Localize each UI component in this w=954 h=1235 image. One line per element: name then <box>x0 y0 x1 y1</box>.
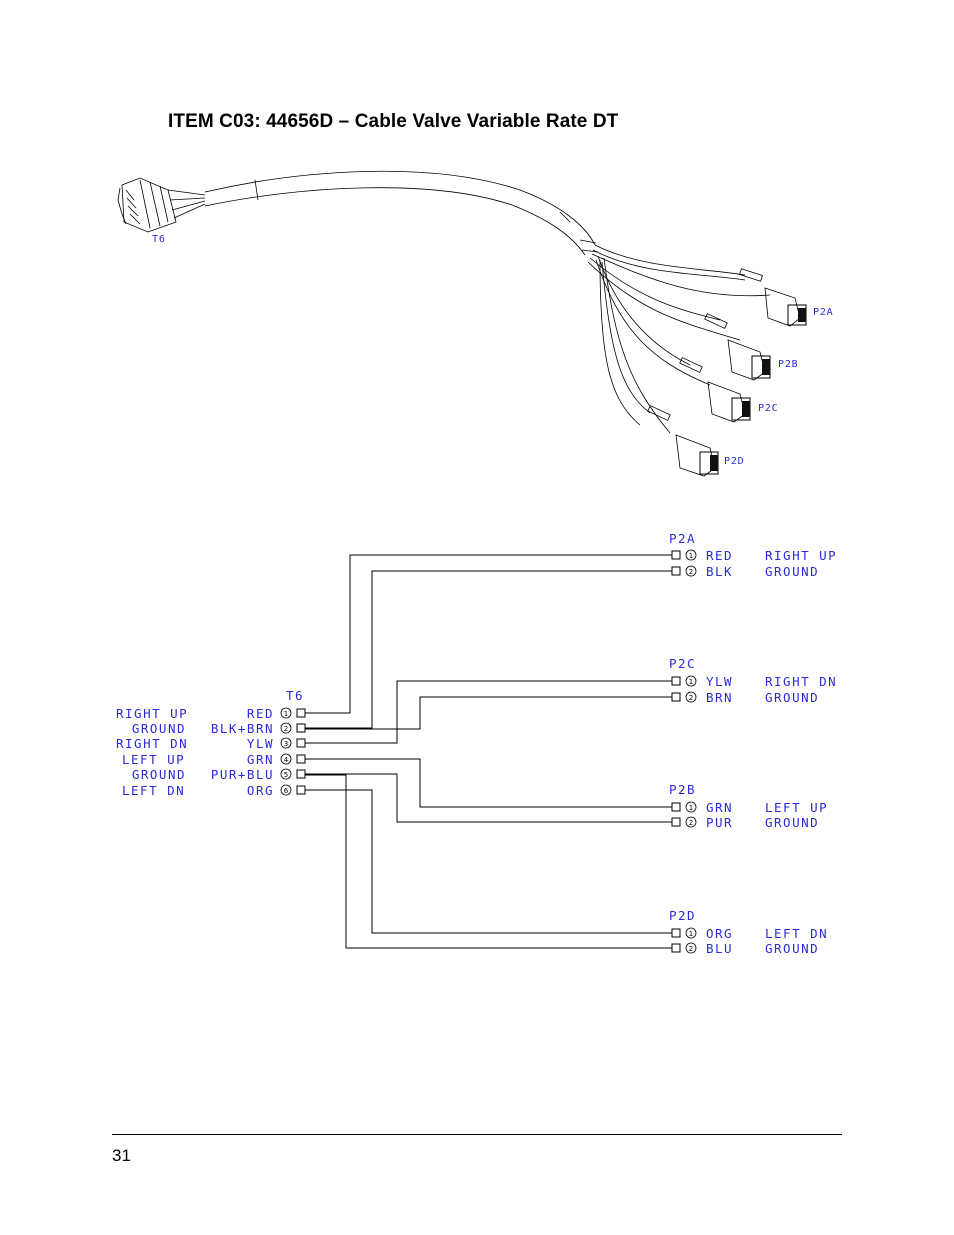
p2a-pin-1-num: 1 <box>689 552 693 560</box>
p2b-pin-2-num: 2 <box>689 819 693 827</box>
p2a-pin-2-num: 2 <box>689 568 693 576</box>
p2c-pin-2-wire: BRN <box>706 690 733 705</box>
t6-pin-3-function: RIGHT DN <box>116 736 188 751</box>
p2c-pin-1-num: 1 <box>689 678 693 686</box>
t6-pin-3-num: 3 <box>284 740 288 748</box>
cable-illustration: T6 P2A P2B P2C P2D <box>117 170 833 477</box>
p2c-pin-2-function: GROUND <box>765 690 819 705</box>
t6-connector-drawing <box>117 177 206 233</box>
p2b-pin-2-function: GROUND <box>765 815 819 830</box>
p2a-connector: P2A 1 RED RIGHT UP 2 BLK GROUND <box>669 531 837 579</box>
p2b-pin-1-num: 1 <box>689 804 693 812</box>
t6-pin-3-wire: YLW <box>247 736 274 751</box>
page-number: 31 <box>112 1146 131 1165</box>
p2d-pin-1-function: LEFT DN <box>765 926 828 941</box>
t6-pin-4-num: 4 <box>284 756 289 764</box>
p2b-pin-2-wire: PUR <box>706 815 733 830</box>
t6-pin-1-wire: RED <box>247 706 274 721</box>
p2c-illustration-label: P2C <box>758 403 778 414</box>
p2b-illustration-label: P2B <box>778 359 798 370</box>
p2c-label: P2C <box>669 656 696 671</box>
t6-pin-6: LEFT DN ORG 6 <box>122 783 306 798</box>
p2c-connector: P2C 1 YLW RIGHT DN 2 BRN GROUND <box>669 656 837 705</box>
footer-rule <box>112 1134 842 1135</box>
p2b-pin-1-wire: GRN <box>706 800 733 815</box>
t6-pin-4: LEFT UP GRN 4 <box>122 752 306 767</box>
p2a-pin-2-wire: BLK <box>706 564 733 579</box>
p2a-label: P2A <box>669 531 696 546</box>
p2a-connector-drawing <box>739 268 807 327</box>
t6-label: T6 <box>286 688 304 703</box>
t6-pin-2-wire: BLK+BRN <box>211 721 274 736</box>
t6-pin-2: GROUND BLK+BRN 2 <box>132 721 306 736</box>
p2b-pin-1-function: LEFT UP <box>765 800 828 815</box>
t6-pin-6-function: LEFT DN <box>122 783 185 798</box>
t6-pin-5-wire: PUR+BLU <box>211 767 274 782</box>
p2d-pin-2-function: GROUND <box>765 941 819 956</box>
p2b-connector: P2B 1 GRN LEFT UP 2 PUR GROUND <box>669 782 828 830</box>
t6-pin-1-function: RIGHT UP <box>116 706 188 721</box>
p2d-pin-1-num: 1 <box>689 930 693 938</box>
p2d-connector: P2D 1 ORG LEFT DN 2 BLU GROUND <box>669 908 828 956</box>
p2c-pin-1-wire: YLW <box>706 674 733 689</box>
t6-connector: T6 RIGHT UP RED 1 GROUND BLK+BRN 2 RIGHT… <box>116 688 306 798</box>
p2d-pin-1-wire: ORG <box>706 926 733 941</box>
t6-pin-6-num: 6 <box>284 787 289 795</box>
t6-pin-1-num: 1 <box>284 710 288 718</box>
t6-pin-2-function: GROUND <box>132 721 186 736</box>
page-title: ITEM C03: 44656D – Cable Valve Variable … <box>168 111 619 132</box>
p2d-illustration-label: P2D <box>724 456 744 467</box>
p2a-pin-2-function: GROUND <box>765 564 819 579</box>
p2b-connector-drawing <box>704 313 771 381</box>
t6-pin-1: RIGHT UP RED 1 <box>116 706 306 721</box>
t6-pin-6-wire: ORG <box>247 783 274 798</box>
p2a-pin-1-wire: RED <box>706 548 733 563</box>
p2c-pin-1-function: RIGHT DN <box>765 674 837 689</box>
t6-pin-5: GROUND PUR+BLU 5 <box>132 767 306 782</box>
p2d-label: P2D <box>669 908 696 923</box>
t6-pin-4-function: LEFT UP <box>122 752 185 767</box>
p2b-label: P2B <box>669 782 696 797</box>
p2a-illustration-label: P2A <box>813 307 833 318</box>
p2a-pin-1-function: RIGHT UP <box>765 548 837 563</box>
schematic-wires <box>304 554 672 949</box>
t6-pin-3: RIGHT DN YLW 3 <box>116 736 306 751</box>
t6-pin-2-num: 2 <box>284 725 288 733</box>
t6-pin-5-function: GROUND <box>132 767 186 782</box>
p2c-pin-2-num: 2 <box>689 694 693 702</box>
t6-pin-5-num: 5 <box>284 771 288 779</box>
p2d-connector-drawing <box>647 405 719 477</box>
p2d-pin-2-num: 2 <box>689 945 693 953</box>
t6-pin-4-wire: GRN <box>247 752 274 767</box>
p2d-pin-2-wire: BLU <box>706 941 733 956</box>
t6-illustration-label: T6 <box>152 234 166 245</box>
p2c-connector-drawing <box>679 357 751 423</box>
